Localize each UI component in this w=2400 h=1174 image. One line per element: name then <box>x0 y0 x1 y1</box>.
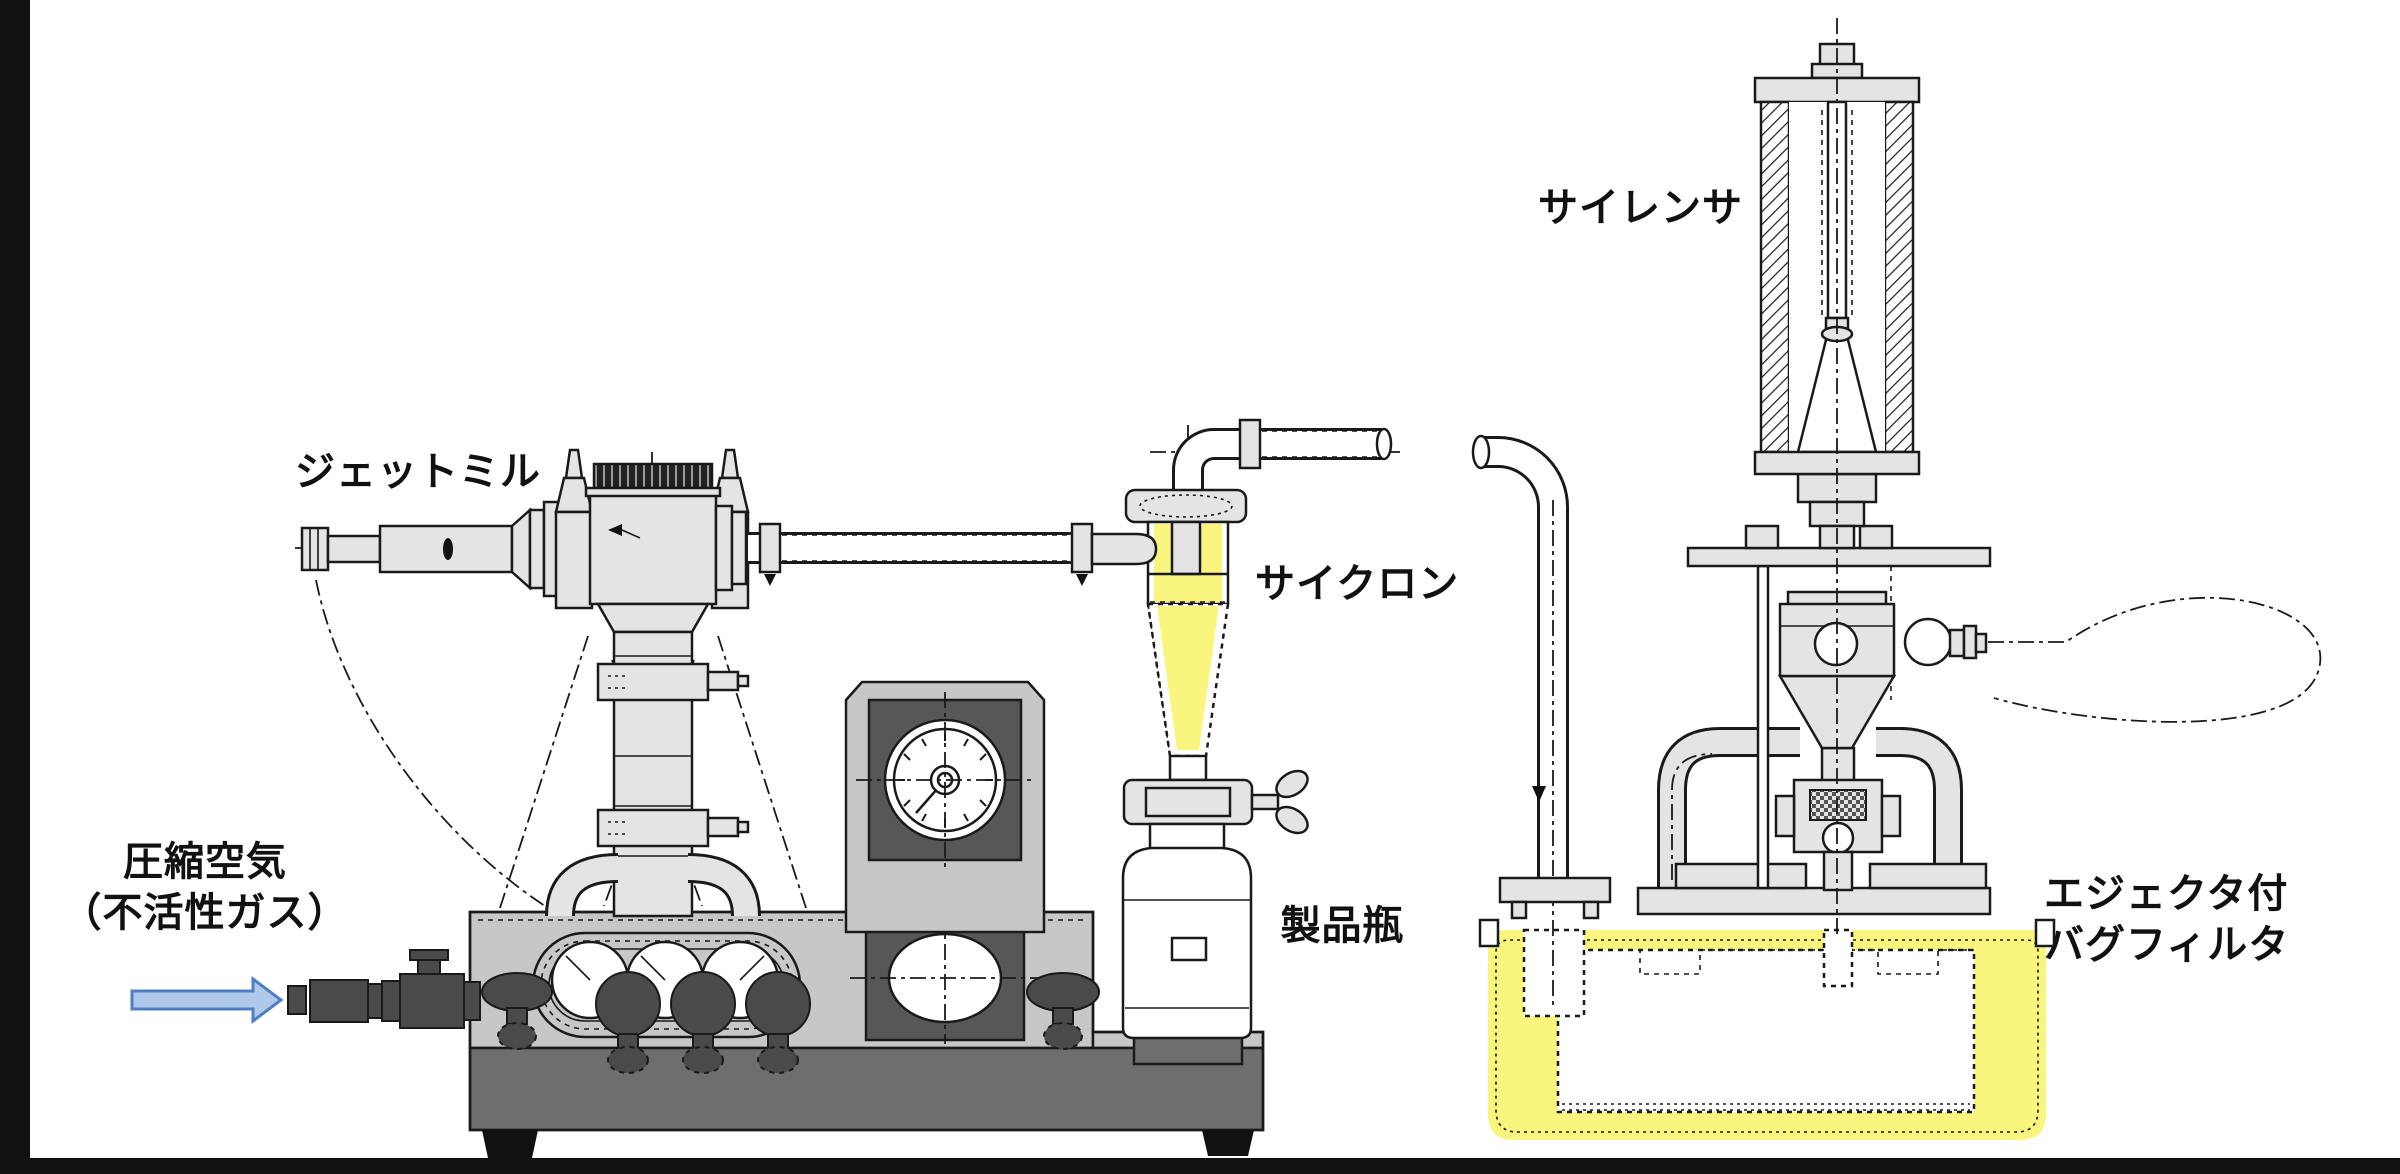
compressed-air-flow-arrow <box>130 976 284 1024</box>
jet-mill-feeder <box>300 500 562 598</box>
silencer <box>1753 18 1921 935</box>
label-bag-filter-line1: エジェクタ付 <box>2044 872 2289 916</box>
gauge-base-unit <box>468 910 1265 1158</box>
sight-window <box>850 914 1040 1044</box>
label-product-bottle: 製品瓶 <box>1280 904 1404 948</box>
regulator-knob-1 <box>595 971 661 1037</box>
base-foot-right <box>1202 1130 1254 1156</box>
label-compressed-air-line1: 圧縮空気 <box>123 840 287 884</box>
bag-filter-inlet-pipe <box>1471 434 1612 1008</box>
tri-clamp-lower <box>596 808 750 848</box>
clamp-tower-left <box>554 448 594 610</box>
inlet-pipe-flange <box>1498 876 1612 904</box>
container-clip-left <box>1478 918 1500 948</box>
inlet-valve <box>287 949 481 1029</box>
ejector-block <box>1778 590 1988 678</box>
mill-to-cyclone-pipe <box>748 522 1094 586</box>
product-bottle <box>1121 822 1253 1066</box>
tri-clamp-upper <box>596 662 750 702</box>
support-plate <box>1686 524 1992 568</box>
cyclone-bottle-clamp <box>1122 769 1309 835</box>
label-jet-mill: ジェットミル <box>295 450 541 494</box>
return-pipes <box>1657 727 1963 892</box>
center-tube-in-container <box>1822 928 1854 988</box>
air-supply-leader <box>1988 596 2322 723</box>
dial-gauge-tower <box>844 680 1046 934</box>
bottom-elbow-right <box>687 853 761 917</box>
regulator-knob-2 <box>670 971 736 1037</box>
compressed-air-inlet <box>130 949 481 1029</box>
knurled-cap <box>592 462 714 490</box>
ejector-column <box>1686 472 2322 892</box>
label-compressed-air-line2: （不活性ガス） <box>61 891 349 935</box>
inlet-tube-in-container <box>1522 928 1586 1018</box>
label-compressed-air: 圧縮空気 （不活性ガス） <box>40 842 370 933</box>
bag-filter-lid <box>1636 862 1992 916</box>
label-bag-filter-line2: バグフィルタ <box>2044 923 2290 967</box>
filter-bag <box>1556 948 1976 1114</box>
left-frame-bar <box>0 0 30 1174</box>
bottom-elbow-left <box>545 853 619 917</box>
label-cyclone: サイクロン <box>1255 562 1460 606</box>
bottle-stand <box>1132 1034 1244 1066</box>
knob-left <box>481 972 553 1012</box>
control-knobs <box>481 971 1100 1074</box>
base-foot-left <box>482 1130 538 1158</box>
cyclone <box>1090 418 1393 835</box>
jet-mill <box>300 448 761 918</box>
bottom-frame-bar <box>0 1158 2400 1174</box>
feed-arrow <box>608 524 622 536</box>
vortex-finder <box>1170 520 1202 576</box>
ejector-bag-filter <box>1478 918 2056 1140</box>
regulator-knob-3 <box>745 971 811 1037</box>
label-bag-filter: エジェクタ付 バグフィルタ <box>2044 874 2289 965</box>
container-clip-right <box>2034 918 2056 948</box>
label-silencer: サイレンサ <box>1538 186 1743 230</box>
